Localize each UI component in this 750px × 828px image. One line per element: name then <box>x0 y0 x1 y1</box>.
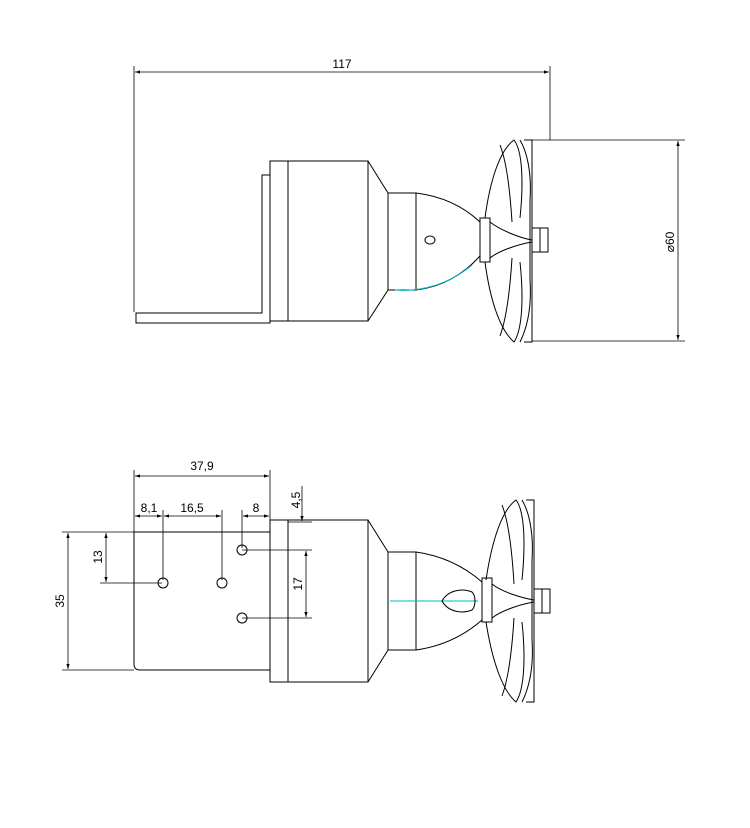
dimension-offset-a: 8,1 <box>135 501 164 580</box>
dimension-hole-spacing: 16,5 <box>164 501 223 580</box>
dim-35-label: 35 <box>53 594 67 608</box>
propeller <box>479 139 549 343</box>
dim-60-label: ⌀60 <box>663 231 677 252</box>
dim-13-label: 13 <box>91 550 105 564</box>
top-view: 37,9 8,1 16,5 8 4,5 <box>53 459 551 703</box>
dim-117-label: 117 <box>332 57 351 71</box>
dimension-edge-offset: 4,5 <box>288 486 312 523</box>
mounting-bracket <box>135 174 271 324</box>
dim-16-5-label: 16,5 <box>180 501 204 515</box>
dim-37-9-label: 37,9 <box>190 459 214 473</box>
dim-17-label: 17 <box>291 577 305 591</box>
mount-hole <box>157 577 169 589</box>
bracket-plate <box>133 531 271 671</box>
dimension-width-total: 37,9 <box>133 459 271 532</box>
dim-8-label: 8 <box>253 501 260 515</box>
mount-hole <box>236 612 248 624</box>
nose-cone-top <box>390 551 483 651</box>
dimension-bracket-height: 35 <box>53 531 134 671</box>
dimension-diameter: ⌀60 <box>532 139 685 342</box>
dimension-offset-b: 8 <box>241 501 269 548</box>
motor-body <box>269 160 417 322</box>
nose-cone <box>394 192 481 291</box>
mount-hole <box>236 544 248 556</box>
dim-4-5-label: 4,5 <box>289 491 303 508</box>
side-view: 117 <box>133 57 685 343</box>
dim-8-1-label: 8,1 <box>141 501 158 515</box>
propeller-top <box>481 499 551 703</box>
dimension-overall-length: 117 <box>133 57 551 312</box>
dimension-hole-vertical-spacing: 17 <box>242 549 312 619</box>
dimension-hole-offset: 13 <box>91 533 162 584</box>
mount-hole <box>216 577 228 589</box>
